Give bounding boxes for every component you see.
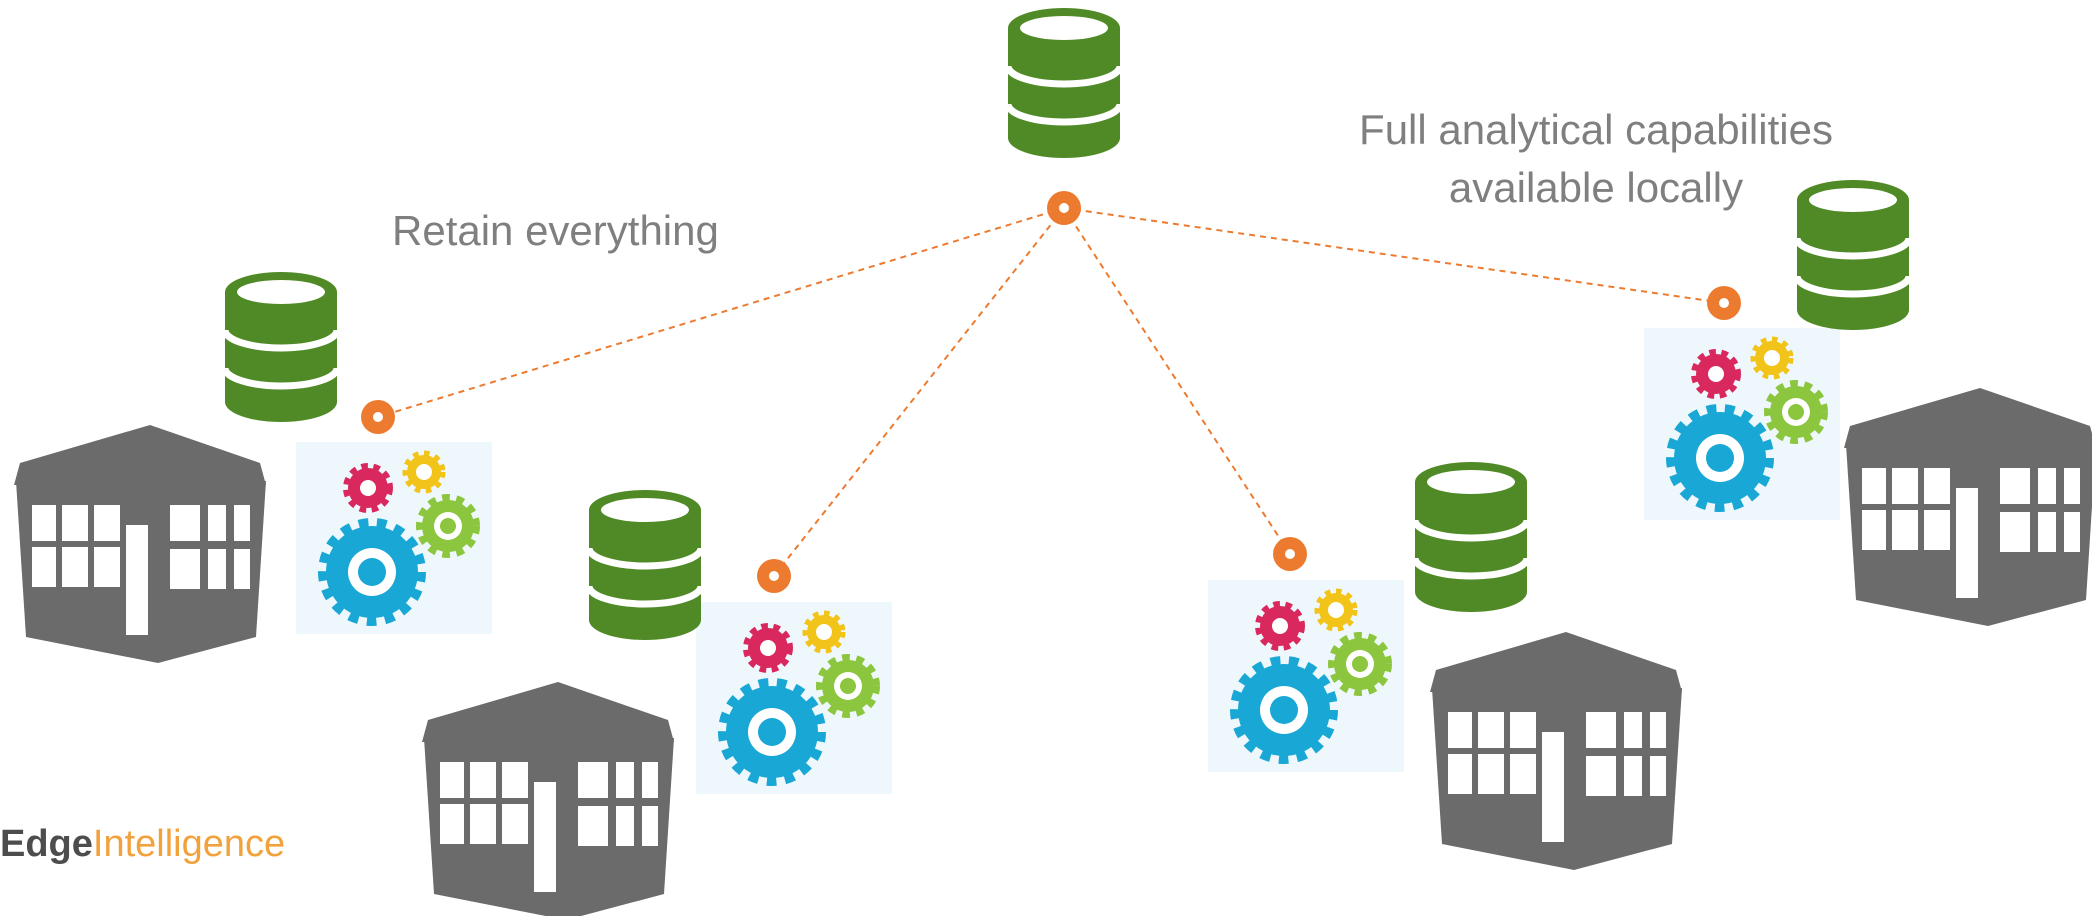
- hub-node-icon: [1047, 191, 1081, 225]
- gears-icon: [696, 602, 892, 794]
- logo-edge-text: Edge: [0, 823, 93, 865]
- building-icon: [1430, 632, 1682, 870]
- retain-caption: Retain everything: [392, 207, 719, 254]
- connector-line-1: [377, 207, 1065, 418]
- gears-icon: [1644, 328, 1840, 520]
- node-icon: [1707, 286, 1741, 320]
- node-icon: [361, 400, 395, 434]
- building-icon: [1844, 388, 2092, 626]
- analytics-caption-line2: available locally: [1448, 164, 1744, 211]
- connector-lines: [377, 207, 1725, 577]
- logo-intelligence-text: Intelligence: [92, 823, 286, 865]
- database-icon: [225, 272, 337, 422]
- connector-line-2: [773, 207, 1065, 577]
- building-icon: [14, 425, 266, 663]
- company-logo: EdgeIntelligence: [0, 823, 285, 866]
- node-icon: [1273, 537, 1307, 571]
- gears-icon: [1208, 580, 1404, 772]
- node-icon: [757, 559, 791, 593]
- gears-icon: [296, 442, 492, 634]
- database-icon: [589, 490, 701, 640]
- connector-line-4: [1063, 207, 1725, 304]
- connector-line-3: [1063, 207, 1291, 555]
- database-icon: [1415, 462, 1527, 612]
- central-database-icon: [1008, 8, 1120, 158]
- analytics-caption: Full analytical capabilities available l…: [1298, 101, 1894, 217]
- analytics-caption-line1: Full analytical capabilities: [1359, 106, 1833, 153]
- building-icon: [422, 682, 674, 916]
